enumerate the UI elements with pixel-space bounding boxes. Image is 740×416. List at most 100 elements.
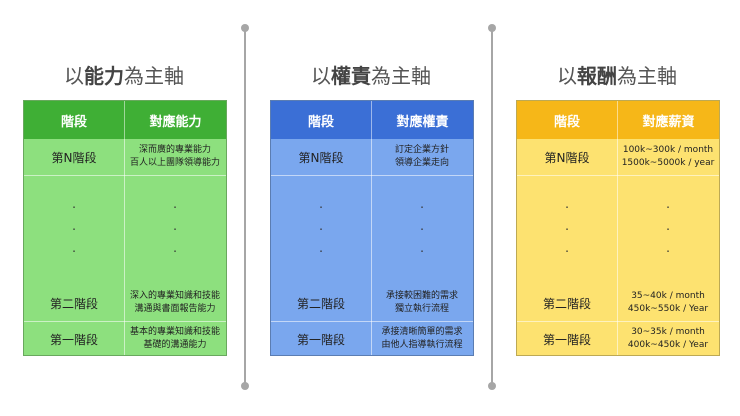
desc-line: 訂定企業方針 — [394, 145, 449, 155]
stage-label: 第N階段 — [51, 150, 97, 165]
title-suffix: 為主軸 — [617, 64, 677, 88]
stage-description: 100k~300k / month 1500k~5000k / year — [617, 144, 719, 170]
stage-label: 第N階段 — [298, 150, 344, 165]
title-suffix: 為主軸 — [371, 64, 431, 88]
title-suffix: 為主軸 — [124, 64, 184, 88]
title-key: 報酬 — [577, 64, 617, 88]
ellipsis-dot: . — [173, 197, 177, 211]
desc-line: 基本的專業知識和技能 — [129, 327, 220, 337]
title-prefix: 以 — [557, 64, 577, 88]
header-mapping: 對應薪資 — [642, 114, 695, 130]
ability-table: 階段 對應能力 第N階段 深而廣的專業能力百人以上團隊領導能力 ... ... … — [23, 100, 227, 356]
ellipsis-dot: . — [319, 219, 323, 233]
ellipsis-row: ... ... — [24, 193, 226, 259]
stage-description: 基本的專業知識和技能基礎的溝通能力 — [124, 326, 226, 352]
ellipsis-dot: . — [72, 241, 76, 255]
column-divider — [371, 139, 372, 355]
divider-top-dot — [241, 24, 249, 32]
desc-line: 領導企業走向 — [394, 158, 449, 168]
stage-description: 35~40k / month 450k~550k / Year — [617, 290, 719, 316]
divider-bottom-dot — [241, 382, 249, 390]
divider-left — [241, 24, 249, 390]
header-stage: 階段 — [24, 101, 125, 139]
desc-line: 承接清晰簡單的需求 — [381, 327, 463, 337]
stage-description: 深入的專業知識和技能溝通與書面報告能力 — [124, 290, 226, 316]
stage-description: 30~35k / month 400k~450k / Year — [617, 326, 719, 352]
ellipsis-dot: . — [565, 241, 569, 255]
ellipsis-dot: . — [565, 219, 569, 233]
ellipsis-dot: . — [420, 219, 424, 233]
ellipsis-dot: . — [666, 197, 670, 211]
title-prefix: 以 — [311, 64, 331, 88]
table-header: 階段 對應薪資 — [517, 101, 719, 139]
stage-label: 第二階段 — [49, 296, 98, 311]
stage-label: 第一階段 — [49, 332, 98, 347]
header-stage: 階段 — [271, 101, 372, 139]
ellipsis-dot: . — [319, 241, 323, 255]
desc-line: 溝通與書面報告能力 — [134, 304, 216, 314]
title-key: 能力 — [84, 64, 124, 88]
compensation-table: 階段 對應薪資 第N階段 100k~300k / month 1500k~5000… — [516, 100, 720, 356]
desc-line: 承接較困難的需求 — [385, 291, 458, 301]
table-header: 階段 對應權責 — [271, 101, 473, 139]
stage-description: 訂定企業方針領導企業走向 — [371, 144, 473, 170]
header-stage: 階段 — [517, 101, 618, 139]
row-separator — [24, 321, 226, 322]
row-separator — [271, 321, 473, 322]
header-mapping: 對應能力 — [149, 114, 202, 130]
desc-line: 深入的專業知識和技能 — [129, 291, 220, 301]
desc-line: 450k~550k / Year — [627, 304, 709, 314]
column-divider — [124, 139, 125, 355]
desc-line: 1500k~5000k / year — [621, 158, 715, 168]
stage-description: 承接較困難的需求獨立執行流程 — [371, 290, 473, 316]
title-prefix: 以 — [64, 64, 84, 88]
desc-line: 35~40k / month — [631, 291, 705, 301]
divider-top-dot — [488, 24, 496, 32]
stage-description: 承接清晰簡單的需求由他人指導執行流程 — [371, 326, 473, 352]
desc-line: 基礎的溝通能力 — [143, 340, 207, 350]
divider-bottom-dot — [488, 382, 496, 390]
ellipsis-dot: . — [72, 197, 76, 211]
stage-label: 第N階段 — [544, 150, 590, 165]
ellipsis-dot: . — [173, 219, 177, 233]
column-title-authority: 以權責為主軸 — [266, 60, 476, 89]
desc-line: 獨立執行流程 — [394, 304, 449, 314]
title-key: 權責 — [331, 64, 371, 88]
ellipsis-row: ... ... — [271, 193, 473, 259]
desc-line: 100k~300k / month — [622, 145, 714, 155]
stage-description: 深而廣的專業能力百人以上團隊領導能力 — [124, 144, 226, 170]
desc-line: 30~35k / month — [631, 327, 705, 337]
table-row-first: 第一階段 承接清晰簡單的需求由他人指導執行流程 — [271, 321, 473, 357]
header-mapping: 對應權責 — [396, 114, 449, 130]
table-row-top: 第N階段 深而廣的專業能力百人以上團隊領導能力 — [24, 139, 226, 175]
ellipsis-dot: . — [173, 241, 177, 255]
table-header: 階段 對應能力 — [24, 101, 226, 139]
ellipsis-dot: . — [420, 197, 424, 211]
ellipsis-dot: . — [666, 219, 670, 233]
desc-line: 深而廣的專業能力 — [138, 145, 211, 155]
table-row-first: 第一階段 30~35k / month 400k~450k / Year — [517, 321, 719, 357]
table-row-second: 第二階段 35~40k / month 450k~550k / Year — [517, 285, 719, 321]
divider-right — [488, 24, 496, 390]
ellipsis-dot: . — [420, 241, 424, 255]
row-separator — [517, 175, 719, 176]
desc-line: 400k~450k / Year — [627, 340, 709, 350]
stage-label: 第二階段 — [542, 296, 591, 311]
column-divider — [617, 139, 618, 355]
authority-table: 階段 對應權責 第N階段 訂定企業方針領導企業走向 ... ... 第二階段 承… — [270, 100, 474, 356]
row-separator — [517, 321, 719, 322]
ellipsis-dot: . — [319, 197, 323, 211]
column-title-ability: 以能力為主軸 — [19, 60, 229, 89]
row-separator — [271, 175, 473, 176]
table-row-top: 第N階段 訂定企業方針領導企業走向 — [271, 139, 473, 175]
ellipsis-dot: . — [666, 241, 670, 255]
stage-label: 第二階段 — [296, 296, 345, 311]
ellipsis-dot: . — [565, 197, 569, 211]
desc-line: 百人以上團隊領導能力 — [129, 158, 220, 168]
ellipsis-row: ... ... — [517, 193, 719, 259]
stage-label: 第一階段 — [296, 332, 345, 347]
column-title-compensation: 以報酬為主軸 — [512, 60, 722, 89]
stage-label: 第一階段 — [542, 332, 591, 347]
table-row-first: 第一階段 基本的專業知識和技能基礎的溝通能力 — [24, 321, 226, 357]
row-separator — [24, 175, 226, 176]
